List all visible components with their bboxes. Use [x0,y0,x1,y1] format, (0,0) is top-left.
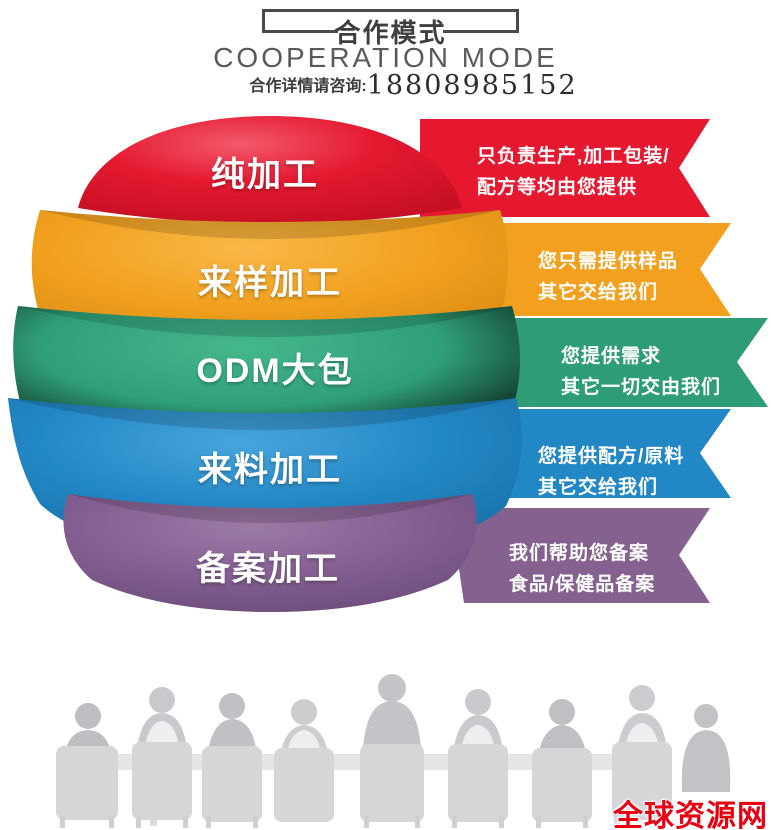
ribbon-desc-material-processing: 您提供配方/原料 其它交给我们 [538,441,684,503]
desc-line: 其它交给我们 [538,282,659,303]
desc-line: 只负责生产,加工包装/ [477,146,670,167]
ribbon-desc-odm-package: 您提供需求 其它一切交由我们 [561,341,721,403]
contact-line: 合作详情请咨询:18808985152 [56,70,771,101]
band-label-pure-processing: 纯加工 [211,156,319,194]
desc-line: 您只需提供样品 [538,251,679,272]
shadow-under-blue [68,494,472,523]
sphere-band-red [78,116,462,224]
ribbon-pure-processing [420,119,710,217]
ribbon-filing-processing [450,508,710,603]
band-label-filing-processing: 备案加工 [196,550,340,588]
desc-line: 您提供需求 [561,346,662,367]
desc-line: 食品/保健品备案 [509,574,656,595]
shadow-under-green [8,398,516,430]
ribbon-sample-processing [440,223,731,316]
title-dash-left [262,30,338,33]
band-label-sample-processing: 来样加工 [198,264,342,302]
page-title-cn: 合作模式 [334,18,447,48]
ribbons [420,119,768,603]
title-dash-right [443,30,519,33]
ribbon-desc-pure-processing: 只负责生产,加工包装/ 配方等均由您提供 [477,141,670,203]
meeting-people-silhouette [56,674,731,828]
band-label-material-processing: 来料加工 [198,451,342,489]
ribbon-desc-sample-processing: 您只需提供样品 其它交给我们 [538,246,678,308]
desc-line: 您提供配方/原料 [538,446,685,467]
shadow-under-red [40,210,500,239]
contact-prefix: 合作详情请咨询: [249,78,367,95]
sphere-band-purple [63,494,477,612]
desc-line: 配方等均由您提供 [477,177,638,198]
title-bracket-left [262,9,265,33]
title-bracket-top [262,9,519,12]
band-label-odm-package: ODM大包 [196,352,354,390]
ribbon-odm-package [445,318,768,407]
page-title-en: COOPERATION MODE [213,42,558,73]
contact-phone: 18808985152 [366,70,578,101]
desc-line: 其它一切交由我们 [561,377,722,398]
desc-line: 我们帮助您备案 [509,543,650,564]
shadow-under-orange [18,306,512,337]
site-watermark: 全球资源网 [613,800,768,830]
sphere [8,116,522,612]
sphere-band-orange [31,210,509,348]
title-bracket-right [516,9,519,33]
ribbon-desc-filing-processing: 我们帮助您备案 食品/保健品备案 [509,538,655,600]
desc-line: 其它交给我们 [538,477,659,498]
